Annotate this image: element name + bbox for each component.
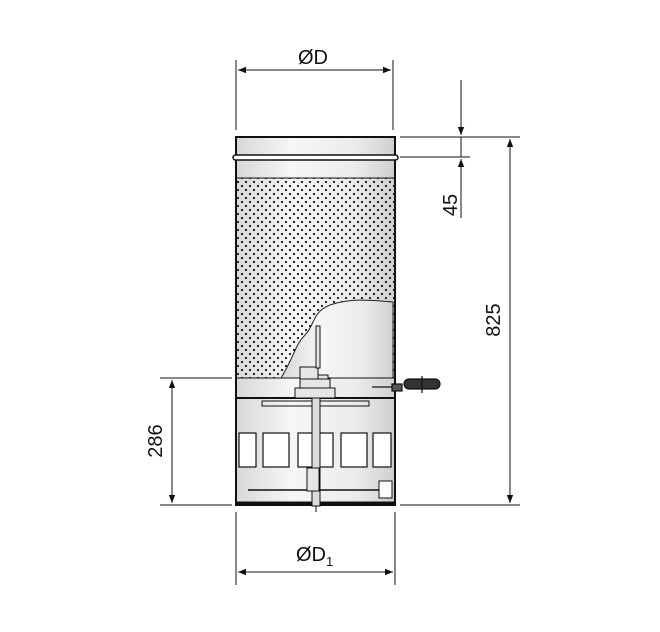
- lower-height-label: 286: [145, 424, 167, 457]
- bottom-diameter-label: ØD1: [296, 544, 333, 569]
- collar-height-label: 45: [440, 194, 462, 216]
- cutaway-area: [280, 299, 394, 379]
- bottom-diameter-main: ØD: [296, 544, 326, 566]
- dimension-lines: [160, 60, 520, 585]
- total-height-label: 825: [483, 303, 505, 336]
- diameter-label: ØD: [298, 47, 328, 69]
- burner-assembly: [294, 325, 336, 512]
- cylinder-body: [232, 136, 441, 512]
- gas-valve: [372, 376, 441, 393]
- collar-bead: [232, 154, 399, 161]
- bottom-diameter-subscript: 1: [326, 554, 333, 569]
